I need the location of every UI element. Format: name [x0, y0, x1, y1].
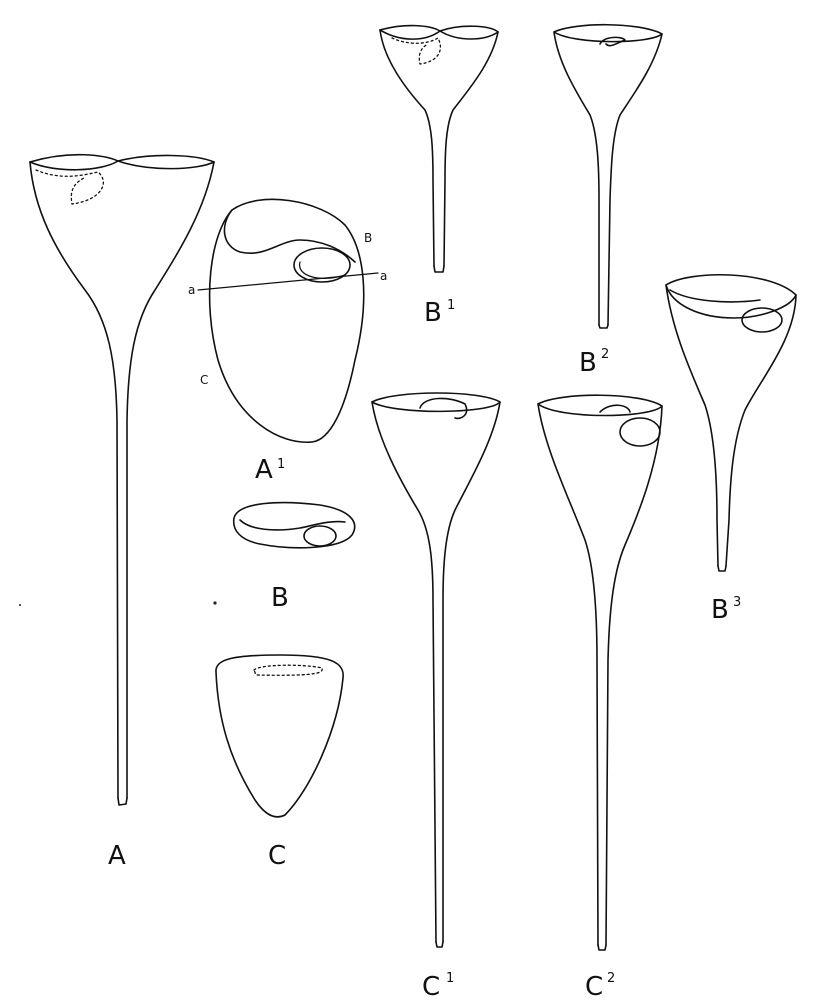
label-b1: B	[424, 298, 442, 328]
label-a1: A	[255, 455, 273, 485]
figure-b3	[666, 275, 796, 571]
speck-dot	[213, 601, 216, 604]
label-a1-sup: 1	[277, 457, 285, 472]
label-b2: B	[579, 348, 597, 378]
label-a1-a-left: a	[188, 283, 195, 297]
label-b3: B	[711, 595, 729, 625]
figure-b1	[380, 26, 498, 272]
figure-b2	[554, 25, 662, 328]
label-a: A	[108, 841, 126, 871]
label-b2-sup: 2	[601, 347, 609, 362]
label-c2-sup: 2	[607, 971, 615, 986]
label-b: B	[271, 583, 289, 613]
label-c1-sup: 1	[446, 971, 454, 986]
label-a1-a-right: a	[380, 269, 387, 283]
label-a1-c: C	[200, 373, 208, 387]
figure-c1	[372, 393, 500, 947]
figure-a1	[198, 199, 378, 442]
label-b1-sup: 1	[447, 298, 455, 313]
speck-dot	[19, 604, 21, 606]
figure-b	[234, 503, 355, 548]
figure-a	[30, 155, 214, 805]
label-a1-b: B	[364, 231, 372, 245]
label-b3-sup: 3	[733, 595, 741, 610]
label-c2: C	[585, 972, 603, 1000]
figure-c	[216, 655, 343, 817]
label-c1: C	[422, 972, 440, 1000]
label-c: C	[268, 841, 286, 871]
figure-c2	[538, 395, 662, 950]
